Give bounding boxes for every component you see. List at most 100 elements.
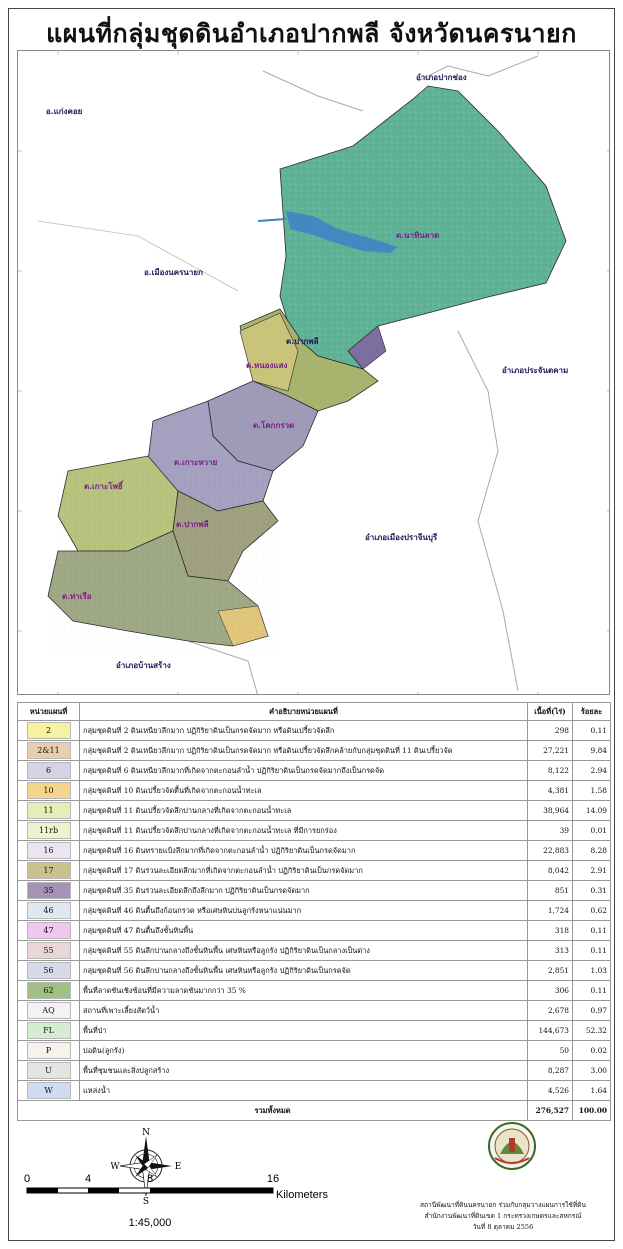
legend-description: กลุ่มชุดดินที่ 47 ดินตื้นถึงชั้นหินพื้น [79,920,528,941]
subdistrict-label-nahinlat: ต.นาหินลาด [396,230,440,240]
legend-code-cell: 46 [17,900,80,921]
grid-ticks [18,51,609,694]
subdistrict-label-kowai: ต.เกาะหวาย [174,457,218,467]
district-label-mueang-nakhonnayok: อ.เมืองนครนายก [144,267,203,277]
legend-percent: 8.28 [572,840,611,861]
legend-code-cell: 17 [17,860,80,881]
legend-total-row: รวมทั้งหมด 276,527 100.00 [17,1100,611,1121]
legend-code-cell: AQ [17,1000,80,1021]
legend-percent: 1.58 [572,780,611,801]
district-label-kaengkhoi: อ.แก่งคอย [46,106,83,116]
legend-code-cell: FL [17,1020,80,1041]
legend-area: 298 [527,720,573,741]
subdistrict-label-pakphli-north: ต.ปากพลี [286,336,319,346]
subdistrict-label-tharuea: ต.ท่าเรือ [62,591,92,601]
legend-description: พื้นที่ชุมชนและสิ่งปลูกสร้าง [79,1060,528,1081]
legend-area: 4,526 [527,1080,573,1101]
legend-swatch: 35 [26,882,71,899]
legend-percent: 1.64 [572,1080,611,1101]
legend-percent: 14.09 [572,800,611,821]
legend-description: พื้นที่ลาดชันเชิงซ้อนที่มีความลาดชันมากก… [79,980,528,1001]
subdistrict-label-nongsaeng: ต.หนองแสง [246,360,288,370]
legend-swatch: 11rb [26,822,71,839]
legend-description: กลุ่มชุดดินที่ 35 ดินร่วนละเอียดลึกถึงลึ… [79,880,528,901]
legend-swatch: P [26,1042,71,1059]
legend-row: 35 กลุ่มชุดดินที่ 35 ดินร่วนละเอียดลึกถึง… [17,880,611,901]
legend-area: 27,221 [527,740,573,761]
legend-percent: 0.62 [572,900,611,921]
map-graphic [18,51,609,694]
legend-code-cell: 10 [17,780,80,801]
map-canvas[interactable]: อำเภอปากช่อง อ.แก่งคอย อ.เมืองนครนายก อำ… [17,50,610,695]
legend-percent: 0.01 [572,820,611,841]
legend-total-label: รวมทั้งหมด [17,1100,528,1121]
legend-row: 47 กลุ่มชุดดินที่ 47 ดินตื้นถึงชั้นหินพื้… [17,920,611,941]
scale-bar: 0 4 8 16 Kilometers 1:45,000 [24,1170,344,1240]
scale-tick-8: 8 [147,1173,153,1185]
legend-percent: 2.94 [572,760,611,781]
compass-s: S [143,1197,149,1204]
legend-swatch: 46 [26,902,71,919]
legend-area: 22,883 [527,840,573,861]
legend-header-row: หน่วยแผนที่ คำอธิบายหน่วยแผนที่ เนื้อที่… [17,702,611,721]
legend-area: 2,851 [527,960,573,981]
legend-total-area: 276,527 [527,1100,573,1121]
legend-percent: 0.02 [572,1040,611,1061]
land-development-logo-icon [488,1122,536,1170]
legend-area: 4,381 [527,780,573,801]
legend-description: กลุ่มชุดดินที่ 2 ดินเหนียวลึกมาก ปฏิกิริ… [79,740,528,761]
legend-percent: 0.31 [572,880,611,901]
legend-code-cell: 11rb [17,820,80,841]
credits-line-1: สถานีพัฒนาที่ดินนครนายก ร่วมกับกลุ่มวางแ… [420,1201,586,1209]
boundary-line-north [262,70,364,112]
legend-area: 851 [527,880,573,901]
legend-area: 306 [527,980,573,1001]
legend-code-cell: 56 [17,960,80,981]
legend-description: กลุ่มชุดดินที่ 6 ดินเหนียวลึกมากที่เกิดจ… [79,760,528,781]
legend-row: 2&11 กลุ่มชุดดินที่ 2 ดินเหนียวลึกมาก ปฏิ… [17,740,611,761]
legend-code-cell: 62 [17,980,80,1001]
boundary-line-west [37,220,239,292]
compass-rose-icon: N S W E [110,1128,181,1207]
legend-description: กลุ่มชุดดินที่ 55 ดินลึกปานกลางถึงชั้นหิ… [79,940,528,961]
legend-description: กลุ่มชุดดินที่ 2 ดินเหนียวลึกมาก ปฏิกิริ… [79,720,528,741]
legend-description: กลุ่มชุดดินที่ 17 ดินร่วนละเอียดลึกมากที… [79,860,528,881]
legend-swatch: 11 [26,802,71,819]
legend-area: 318 [527,920,573,941]
legend-swatch: U [26,1062,71,1079]
legend-header-description: คำอธิบายหน่วยแผนที่ [79,702,528,721]
legend-swatch: 2&11 [26,742,71,759]
river-line [257,218,287,222]
legend-swatch: 47 [26,922,71,939]
scale-unit: Kilometers [276,1189,328,1201]
legend-area: 2,678 [527,1000,573,1021]
boundary-line-northeast [417,55,539,82]
forest-texture [280,86,566,369]
legend-swatch: 62 [26,982,71,999]
legend-swatch: 17 [26,862,71,879]
credits-block: สถานีพัฒนาที่ดินนครนายก ร่วมกับกลุ่มวางแ… [398,1200,608,1233]
legend-description: กลุ่มชุดดินที่ 56 ดินลึกปานกลางถึงชั้นหิ… [79,960,528,981]
legend-area: 38,964 [527,800,573,821]
legend-description: บ่อดิน(ลูกรัง) [79,1040,528,1061]
legend-total-percent: 100.00 [572,1100,611,1121]
legend-area: 144,673 [527,1020,573,1041]
north-arrow: N S W E [110,1128,181,1207]
district-label-pakchong: อำเภอปากช่อง [416,72,467,82]
legend-description: กลุ่มชุดดินที่ 11 ดินเปรี้ยวจัดลึกปานกลา… [79,800,528,821]
scale-tick-0: 0 [24,1173,30,1185]
legend-code-cell: 11 [17,800,80,821]
legend-swatch: FL [26,1022,71,1039]
district-label-mueang-prachinburi: อำเภอเมืองปราจีนบุรี [365,532,438,542]
district-label-prachantakham: อำเภอประจันตคาม [502,365,569,375]
legend-row: 62 พื้นที่ลาดชันเชิงซ้อนที่มีความลาดชันมา… [17,980,611,1001]
legend-swatch: AQ [26,1002,71,1019]
legend-code-cell: 47 [17,920,80,941]
